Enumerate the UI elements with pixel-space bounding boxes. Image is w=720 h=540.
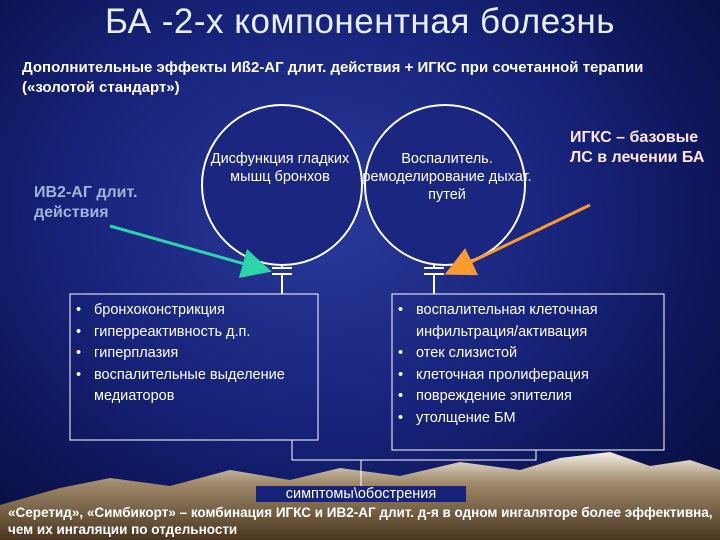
label-ics: ИГКС – базовые ЛС в лечении БА [570, 129, 705, 166]
list-item: отек слизистой [398, 343, 668, 365]
page-title: БА -2-х компонентная болезнь [104, 2, 615, 41]
symptoms-label: симптомы\обострения [256, 486, 466, 502]
list-item: гиперреактивность д.п. [76, 322, 316, 344]
list-item: клеточная пролиферация [398, 365, 668, 387]
label-beta-agonist: ИВ2-АГ длит. действия [34, 184, 138, 221]
list-smooth-muscle-effects: бронхоконстрикция гиперреактивность д.п.… [76, 300, 316, 408]
footer-note: «Серетид», «Симбикорт» – комбинация ИГКС… [8, 505, 713, 537]
bracket [291, 440, 537, 461]
list-item: воспалительная клеточная инфильтрация/ак… [398, 300, 668, 343]
list-item: гиперплазия [76, 343, 316, 365]
arrow-right [444, 203, 591, 276]
subtitle: Дополнительные эффекты Иß2-АГ длит. дейс… [22, 59, 644, 96]
receptor-left [272, 265, 292, 294]
list-item: утолщение БМ [398, 408, 668, 430]
circle-remodeling-text: Воспалитель. ремоделирование дыхат. путе… [362, 151, 532, 203]
circle-smooth-muscle-text: Дисфункция гладких мышц бронхов [210, 151, 350, 185]
arrow-left [109, 224, 272, 278]
list-item: повреждение эпителия [398, 386, 668, 408]
list-remodeling-effects: воспалительная клеточная инфильтрация/ак… [398, 300, 668, 429]
box-left [69, 293, 319, 441]
list-item: воспалительные выделение медиаторов [76, 365, 316, 408]
list-item: бронхоконстрикция [76, 300, 316, 322]
receptor-right [424, 265, 444, 294]
